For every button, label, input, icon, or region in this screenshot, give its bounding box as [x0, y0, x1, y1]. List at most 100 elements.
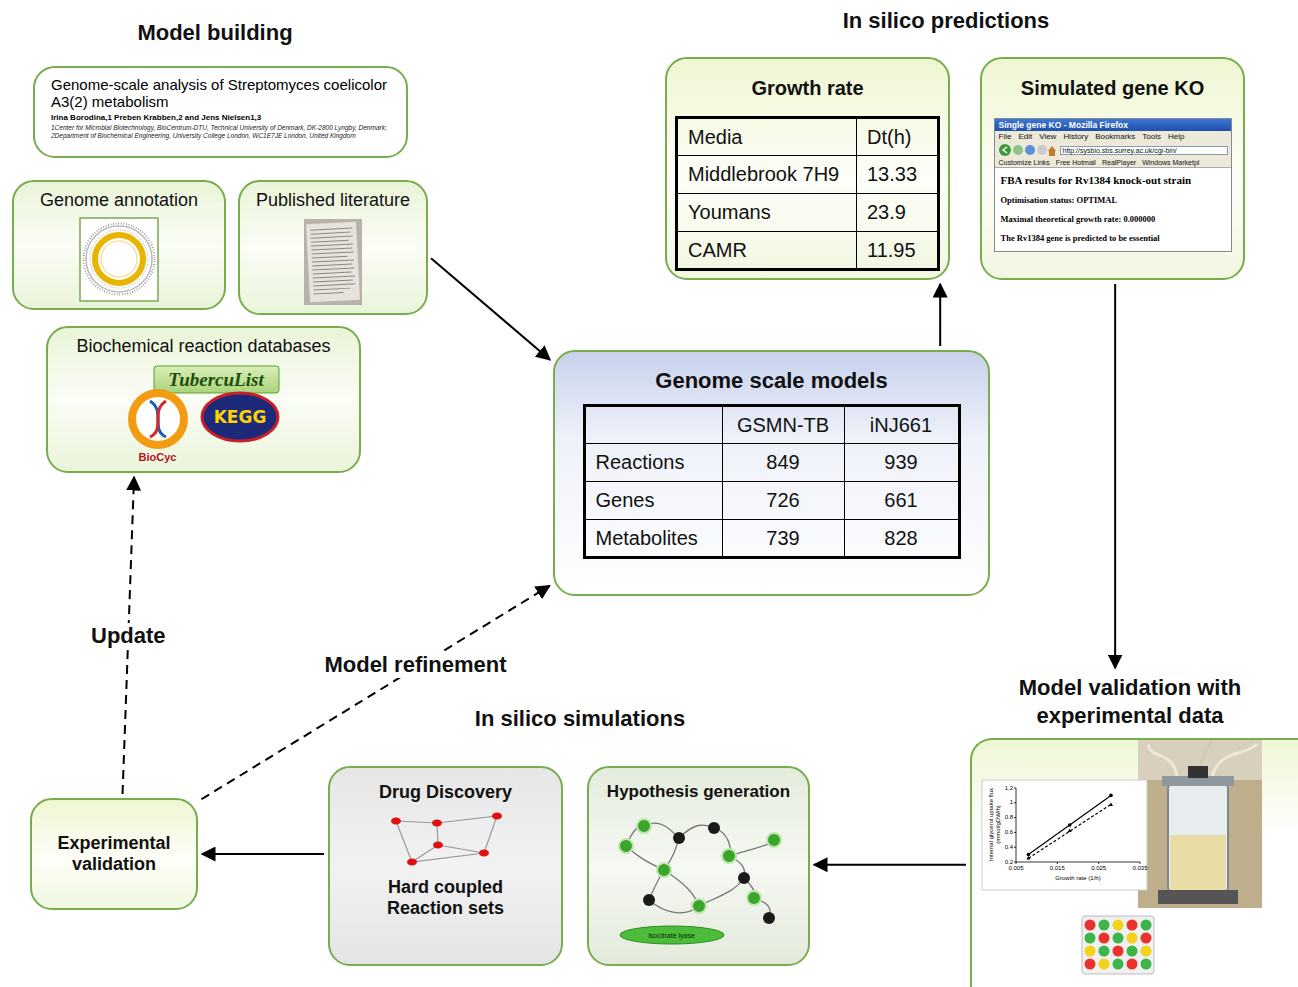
table-cell-text: 13.33 — [867, 163, 927, 186]
table-cell-text: 11.95 — [867, 239, 927, 262]
figure-part — [637, 819, 651, 833]
figure-part — [1085, 920, 1096, 931]
table-cell-text: 849 — [733, 451, 834, 474]
figure-part — [1141, 946, 1152, 957]
table-cell: CAMR — [677, 232, 857, 270]
figure-part — [708, 822, 720, 834]
table-cell-text: 739 — [733, 527, 834, 550]
screen-text: Single gene KO - Mozilla Firefox — [999, 120, 1128, 130]
box: Biochemical reaction databases TubercuLi… — [46, 326, 361, 473]
validation-pictures — [972, 740, 1292, 985]
figure-part — [86, 226, 152, 292]
browser-bar: Single gene KO - Mozilla Firefox — [995, 119, 1231, 131]
figure-part — [1113, 933, 1124, 944]
table-cell: Middlebrook 7H9 — [677, 156, 857, 194]
figure-part — [763, 912, 775, 924]
figure-part — [982, 780, 1147, 890]
table-cell: Youmans — [677, 194, 857, 232]
figure-part — [1113, 946, 1124, 957]
figure-part — [620, 926, 724, 944]
figure-part — [738, 872, 750, 884]
node-text: Model validation with experimental data — [970, 674, 1298, 730]
browser-bar: FileEditViewHistoryBookmarksToolsHelp — [995, 131, 1231, 142]
figure-part — [1138, 740, 1262, 908]
reaction-graph — [386, 809, 506, 871]
figure-label: 1.2 — [1000, 785, 1013, 792]
screen-text: Bookmarks — [1095, 132, 1135, 141]
figure-part — [1141, 959, 1152, 970]
table-row: MediaDt(h) — [677, 118, 939, 156]
screen-text: Optimisation status: OPTIMAL — [1001, 195, 1225, 205]
table-cell-text: 828 — [855, 527, 948, 550]
screen-text: Windows Marketpl — [1142, 159, 1199, 166]
box: Simulated gene KO Single gene KO - Mozill… — [980, 57, 1245, 280]
table-cell: GSMN-TB — [722, 406, 844, 444]
table-cell: 11.95 — [857, 232, 939, 270]
figure-part — [1082, 916, 1154, 974]
section-heading: In silico simulations — [420, 706, 740, 732]
screen-text: Customize Links — [999, 159, 1050, 166]
table-cell-text: Media — [688, 126, 846, 149]
node-text: Published literature — [256, 190, 410, 211]
figure-part — [150, 401, 166, 437]
figure-part — [1099, 933, 1110, 944]
figure-part — [391, 818, 401, 825]
box: Hypothesis generation Isocitrate lyase — [587, 766, 810, 966]
box: Experimental validation — [30, 798, 198, 910]
figure-label: Isocitrate lyase — [622, 931, 722, 940]
node-text: Drug Discovery — [379, 782, 512, 803]
table-cell: Metabolites — [584, 520, 722, 558]
box: Genome scale modelsGSMN-TBiNJ661Reaction… — [553, 350, 990, 596]
screen-text: View — [1039, 132, 1056, 141]
figure-part — [1212, 744, 1257, 776]
edge-label: Update — [87, 623, 170, 649]
section-heading: Model building — [95, 20, 335, 46]
table-cell: Genes — [584, 482, 722, 520]
table-cell-text: 726 — [733, 489, 834, 512]
figure-part — [479, 850, 489, 857]
pathway-network — [604, 808, 794, 948]
figure-part — [90, 230, 148, 288]
figure-part — [396, 816, 497, 862]
figure: Growth rate (1/h)Internal glycerol uptak… — [972, 740, 1292, 985]
box: Published literature — [238, 180, 428, 315]
figure-part — [432, 820, 442, 827]
figure-part — [101, 241, 137, 277]
figure-part — [1026, 803, 1113, 860]
figure-part — [1068, 823, 1072, 827]
node-text: KEGG — [202, 393, 279, 441]
figure-part — [437, 823, 484, 853]
figure-part — [1027, 853, 1031, 857]
table-cell: 739 — [722, 520, 844, 558]
node-text: Simulated gene KO — [1021, 77, 1204, 100]
node-text: Experimental validation — [44, 833, 184, 875]
table-cell-text: Reactions — [596, 451, 712, 474]
table-row: Reactions 849 939 — [584, 444, 959, 482]
figure-part — [1141, 933, 1152, 944]
figure-part — [407, 859, 417, 866]
node-text: Biochemical reaction databases — [76, 336, 330, 357]
figure-part — [1003, 147, 1007, 153]
box: Genome annotation — [12, 180, 226, 310]
node-text: TubercuList — [154, 366, 279, 393]
table-row: Metabolites 739 828 — [584, 520, 959, 558]
figure-part — [1127, 946, 1138, 957]
figure-part — [1025, 145, 1035, 155]
table-cell: 939 — [844, 444, 959, 482]
node-text: Growth rate — [751, 77, 863, 100]
figure-part — [1148, 745, 1177, 776]
figure-part — [1028, 795, 1111, 854]
section-heading: In silico predictions — [786, 8, 1106, 34]
screen-text: http://sysbio.sbs.surrey.ac.uk/cgi-bin/ — [1060, 146, 1228, 155]
figure-part — [1170, 835, 1226, 890]
figure-part — [747, 891, 761, 905]
figure-part — [1113, 920, 1124, 931]
figure-part — [396, 816, 497, 862]
screen-text: The Rv1384 gene is predicted to be essen… — [1001, 233, 1225, 243]
table-cell-text: Genes — [596, 489, 712, 512]
figure-part — [1099, 946, 1110, 957]
screen-text: Free Hotmail — [1056, 159, 1096, 166]
arrow — [1114, 284, 1116, 668]
node-text: Genome annotation — [40, 190, 198, 211]
table-cell-text: GSMN-TB — [733, 414, 834, 437]
